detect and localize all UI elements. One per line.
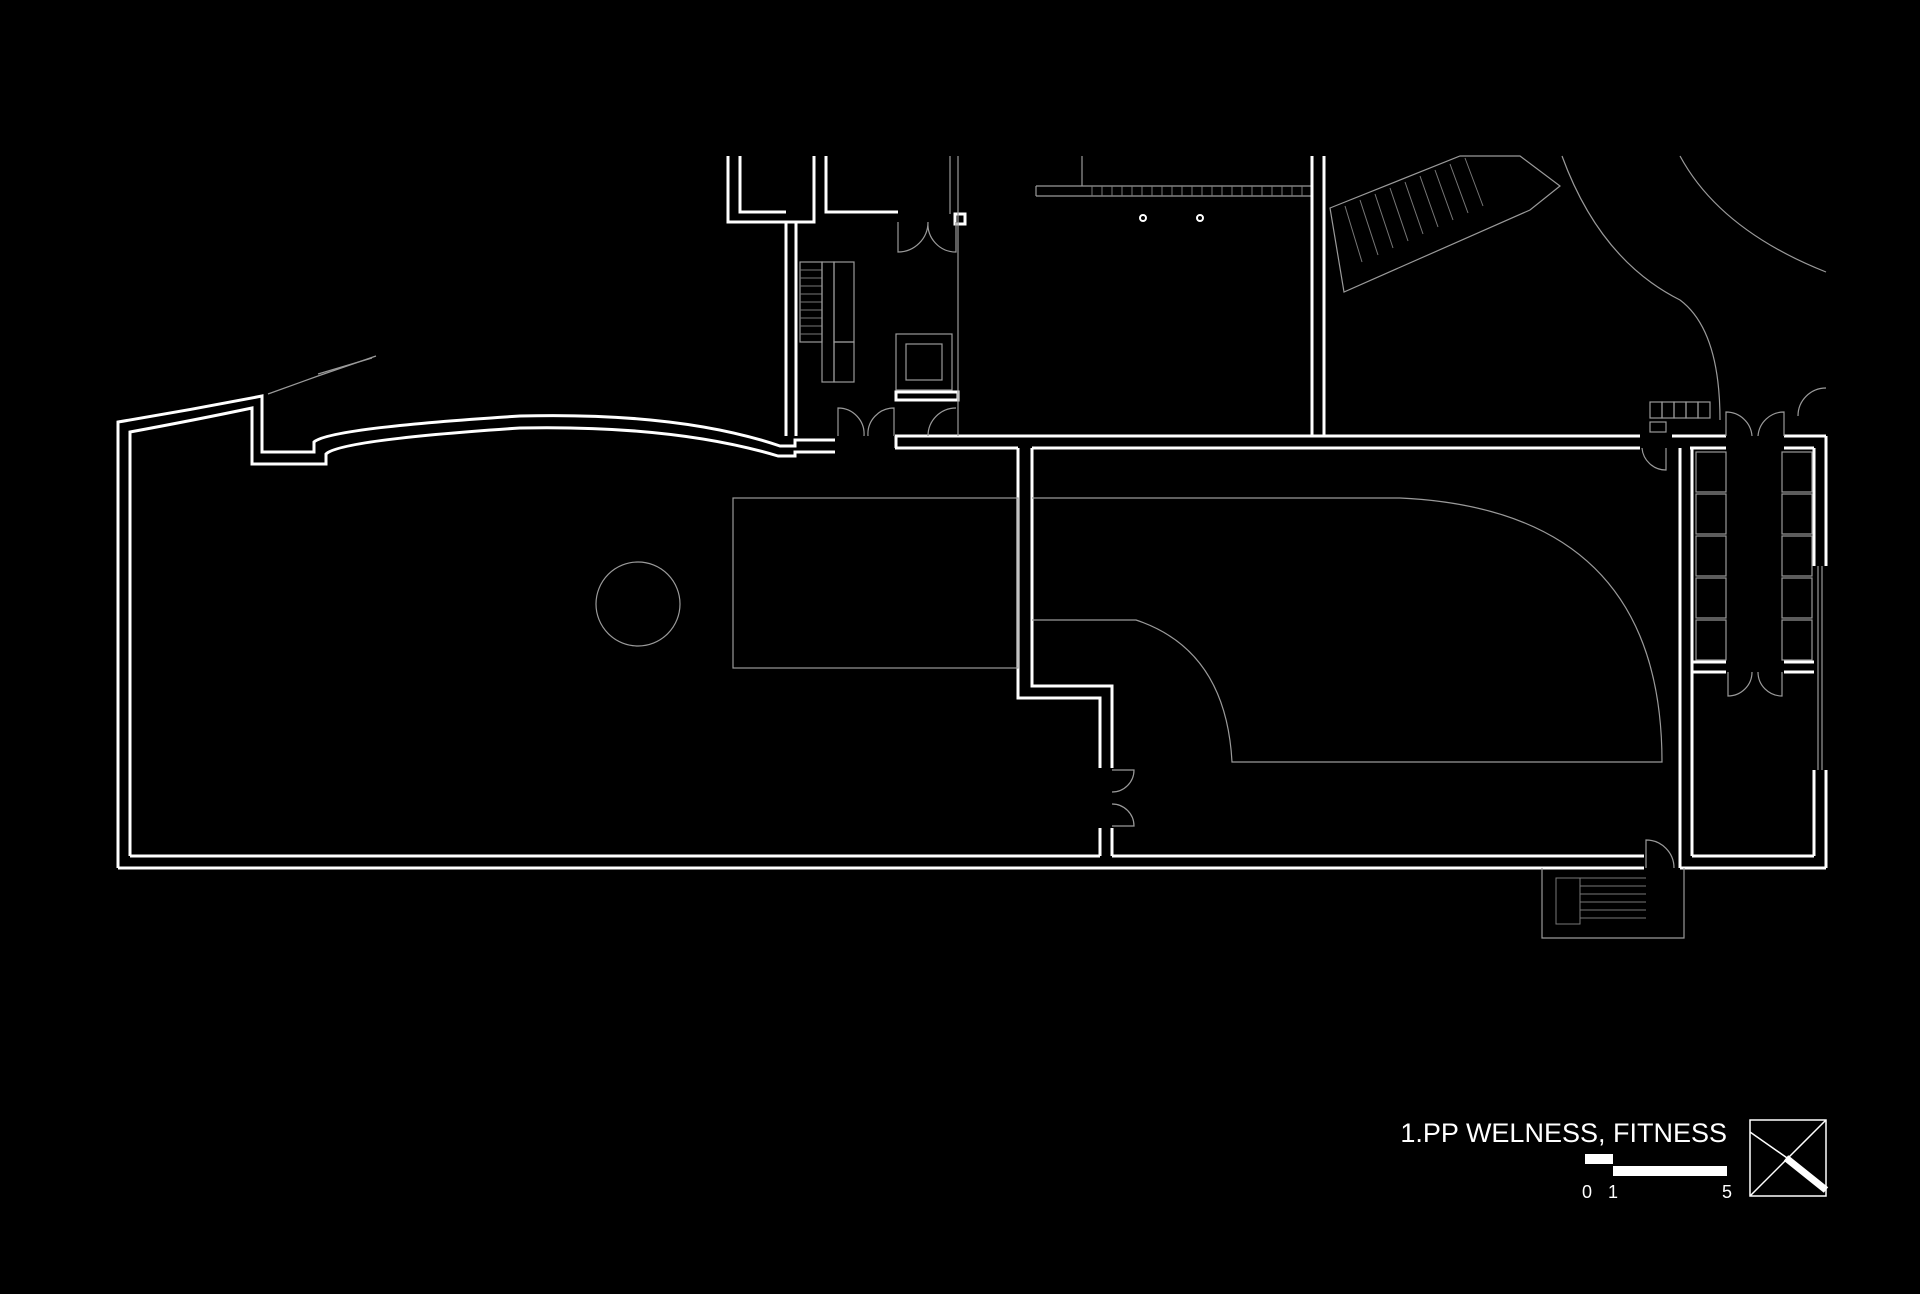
core-column [953, 212, 967, 226]
scale-segment-first [1585, 1154, 1613, 1164]
core-walls [726, 156, 898, 448]
core-door-top [897, 221, 957, 253]
scale-label-5: 5 [1722, 1182, 1732, 1202]
core-door-bottom [837, 407, 895, 437]
scale-segment-rest [1613, 1166, 1727, 1176]
partition-door [1111, 769, 1135, 827]
title-block: 1.PP WELNESS, FITNESS 0 1 5 [1400, 1118, 1829, 1202]
east-wall [1812, 436, 1828, 868]
stair-flight-right [833, 261, 855, 343]
elevator-shaft [895, 333, 953, 391]
scale-label-0: 0 [1582, 1182, 1592, 1202]
scale-label-1: 1 [1608, 1182, 1618, 1202]
stair-core [726, 156, 967, 448]
drawing-title: 1.PP WELNESS, FITNESS [1400, 1118, 1727, 1148]
east-south-wall [1680, 854, 1826, 870]
stair-treads [800, 269, 822, 335]
exterior-walls [116, 394, 1828, 870]
west-wing-inner-wall [128, 406, 835, 856]
changing-room-divider [1692, 660, 1814, 674]
elevator-door [927, 407, 957, 437]
exterior-context [1035, 155, 1827, 471]
pool-rectangle [732, 497, 1019, 669]
north-arrow-icon [1749, 1119, 1829, 1197]
round-feature [595, 561, 681, 647]
elevator-sill [894, 390, 960, 402]
changing-room-wall [1678, 448, 1694, 868]
scale-bar: 0 1 5 [1582, 1154, 1732, 1202]
west-wing-outer-wall [116, 394, 835, 868]
fitness-curved-area [1032, 497, 1663, 763]
changing-cubicles [1695, 451, 1813, 661]
south-stair [1541, 868, 1685, 939]
cubicle-doors [1727, 671, 1783, 697]
exterior-stair [1329, 155, 1561, 293]
lockers-top [1649, 401, 1711, 433]
interior-features [267, 355, 1823, 939]
court-wall [1310, 156, 1326, 436]
middle-partition-wall [1016, 448, 1114, 856]
